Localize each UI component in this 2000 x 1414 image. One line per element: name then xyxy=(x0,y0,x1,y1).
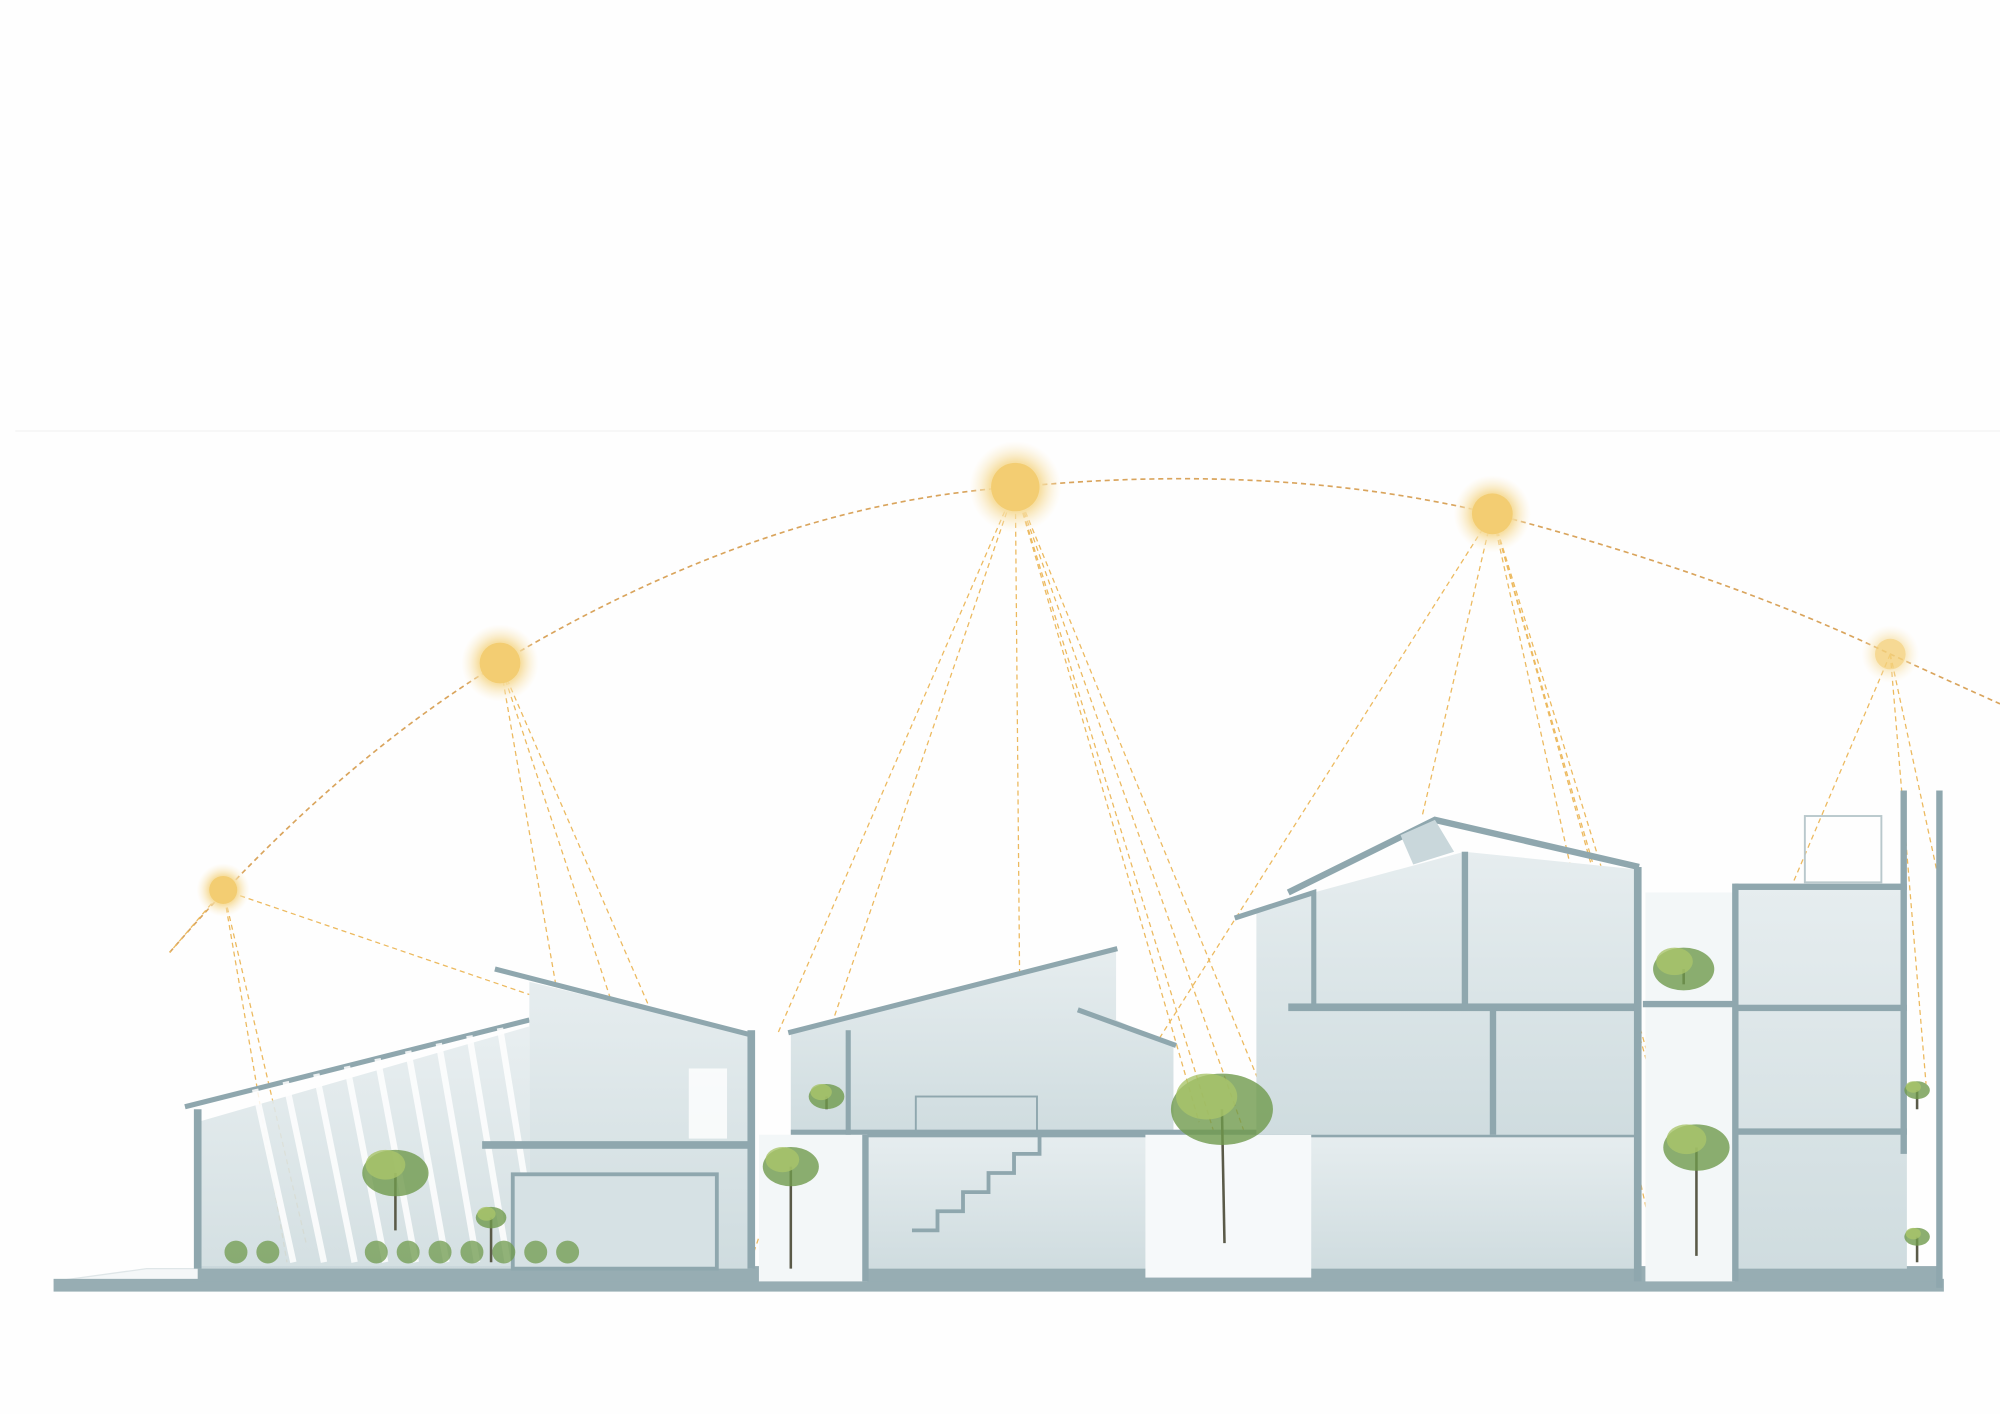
sun-ray xyxy=(1121,513,1493,1097)
sun-ray xyxy=(1014,486,1200,1123)
far-right-block xyxy=(1734,886,1907,1269)
sun-ray xyxy=(1491,513,1659,1263)
sun-ray xyxy=(223,889,530,996)
tall-block-right-wall xyxy=(1633,867,1642,1282)
sun-ray xyxy=(222,889,307,1244)
greenhouse-wall xyxy=(193,1109,202,1269)
tree-canopy-highlight xyxy=(765,1147,800,1173)
tall-block xyxy=(1256,851,1640,1135)
shrub xyxy=(256,1240,280,1264)
sun-ray xyxy=(1421,513,1493,817)
glazing-mullion xyxy=(282,1080,328,1263)
shrub xyxy=(396,1240,420,1264)
balcony-rail xyxy=(914,1095,1038,1134)
tree-canopy-highlight xyxy=(1905,1081,1921,1093)
tall-floor-1 xyxy=(1288,1003,1640,1012)
shrub xyxy=(524,1240,548,1264)
greenhouse-roof xyxy=(184,1017,530,1110)
shrub xyxy=(492,1240,516,1264)
sun-ray xyxy=(1889,653,1940,880)
tree-canopy-highlight xyxy=(1656,947,1693,976)
stair-void-wall xyxy=(845,1030,851,1135)
tree-canopy-highlight xyxy=(1666,1124,1707,1155)
tall-block-wall xyxy=(1461,851,1469,1005)
shrub xyxy=(224,1240,248,1264)
glazing-mullion xyxy=(251,1088,297,1263)
suns xyxy=(196,441,1920,917)
far-right-floor-2 xyxy=(1734,1128,1907,1135)
sun-icon xyxy=(991,462,1040,512)
far-right-roof xyxy=(1734,883,1907,890)
sun-icon xyxy=(209,875,238,904)
studio-roof xyxy=(494,966,754,1038)
shrub xyxy=(460,1240,484,1264)
main-house-upper xyxy=(790,949,1174,1135)
far-right-floor-1 xyxy=(1734,1004,1907,1012)
tree-canopy-highlight xyxy=(1905,1227,1921,1240)
sun-icon xyxy=(479,642,521,684)
tall-block-roof xyxy=(1233,889,1317,1005)
glazing-mullion xyxy=(405,1050,450,1263)
studio-window xyxy=(688,1068,728,1139)
main-house-roof xyxy=(787,946,1118,1036)
tree-canopy-highlight xyxy=(365,1149,406,1180)
roof-skylight xyxy=(1400,819,1455,865)
sun-ray xyxy=(751,486,1016,1257)
vegetation xyxy=(224,947,1930,1269)
ground-slab xyxy=(53,1278,1944,1292)
courtyard-left-wall xyxy=(862,1134,869,1282)
sun-ray xyxy=(1014,486,1277,1123)
studio-wall xyxy=(747,1030,756,1269)
rooftop-frame xyxy=(1803,815,1883,884)
central-courtyard xyxy=(1145,1134,1312,1278)
sun-icon xyxy=(1471,493,1513,535)
shrub xyxy=(364,1240,388,1264)
shrub xyxy=(428,1240,452,1264)
main-house-roof-low xyxy=(1076,1007,1177,1048)
sun-ray xyxy=(1889,654,1927,1084)
tree-canopy-highlight xyxy=(1176,1073,1238,1120)
studio-floor xyxy=(482,1141,753,1149)
tree-canopy-highlight xyxy=(810,1084,832,1101)
building-section xyxy=(53,790,1944,1292)
glazing-mullion xyxy=(313,1073,358,1263)
far-right-wall-b xyxy=(1900,790,1907,1154)
far-right-wall-c xyxy=(1936,790,1943,1288)
lightwell-slab xyxy=(1642,1000,1735,1008)
sun-icon xyxy=(1875,638,1906,670)
far-right-wall-a xyxy=(1732,883,1739,1282)
tall-wall-2 xyxy=(1489,1007,1497,1135)
glazing-mullion xyxy=(435,1042,481,1263)
staircase xyxy=(911,1134,1042,1233)
sun-ray xyxy=(777,486,1016,1034)
tree-canopy-highlight xyxy=(477,1206,496,1221)
sun-ray xyxy=(499,662,747,1231)
sun-path-arc xyxy=(169,477,2000,953)
shrub xyxy=(556,1240,580,1264)
